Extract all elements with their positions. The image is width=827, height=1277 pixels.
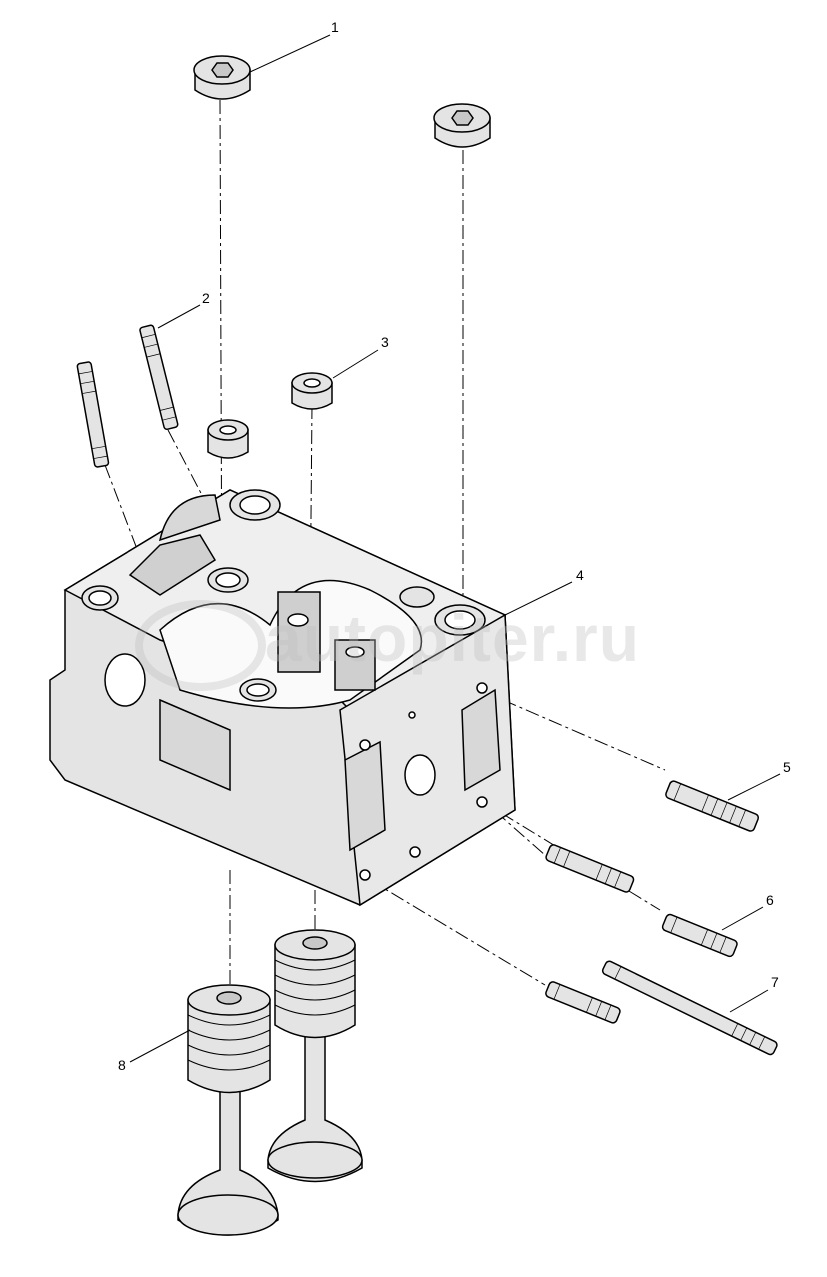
callout-2: 2	[202, 290, 210, 306]
cylinder-head-part-4	[49, 489, 516, 907]
callout-6: 6	[766, 892, 774, 908]
plug-part-1	[193, 55, 491, 148]
watermark-logo	[135, 600, 266, 691]
callout-4: 4	[576, 567, 584, 583]
sleeve-part-3	[207, 372, 333, 459]
stud-part-5	[665, 780, 760, 832]
callout-7: 7	[771, 974, 779, 990]
stud-part-6	[545, 844, 738, 1024]
leader-lines	[129, 34, 781, 1063]
callout-1: 1	[331, 19, 339, 35]
watermark-text: autopiter.ru	[265, 601, 641, 675]
callout-5: 5	[783, 759, 791, 775]
stud-part-2	[76, 324, 179, 468]
callout-8: 8	[118, 1057, 126, 1073]
long-stud-part-7	[601, 960, 778, 1056]
callout-3: 3	[381, 334, 389, 350]
valve-part-8	[177, 929, 363, 1236]
